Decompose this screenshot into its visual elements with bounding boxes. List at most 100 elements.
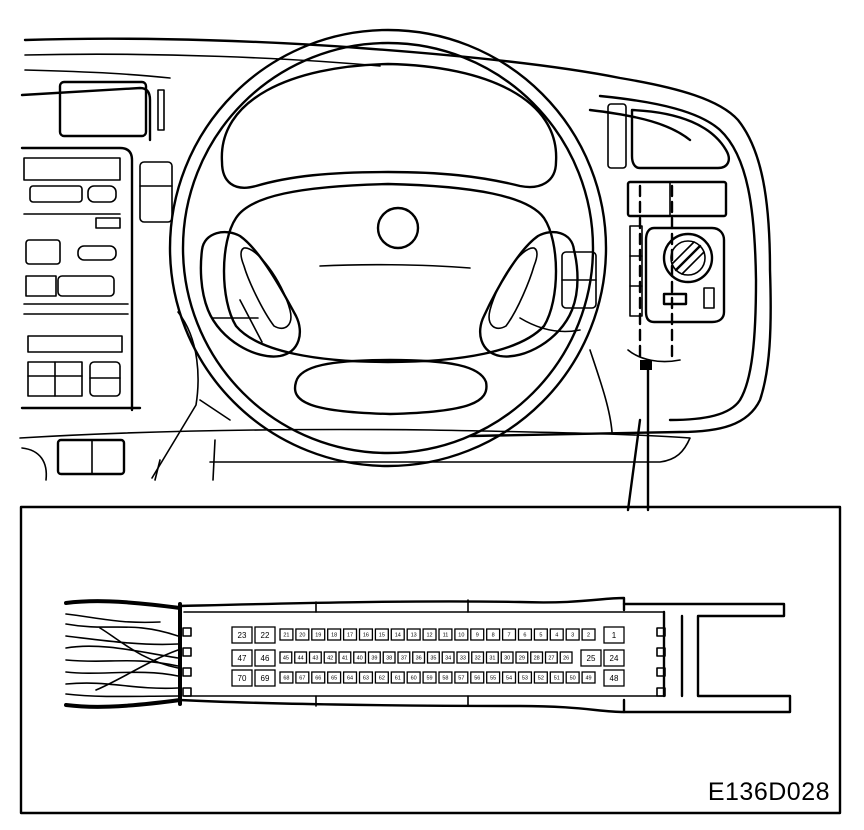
connector-pin-label: 64 (347, 675, 353, 681)
connector-pin-label: 3 (571, 632, 574, 638)
connector-pin-54: 54 (501, 671, 517, 684)
ignition-panel (607, 103, 730, 363)
connector-pin-42: 42 (323, 651, 337, 664)
connector-pin-52: 52 (533, 671, 548, 684)
connector-pin-label: 12 (426, 632, 432, 638)
connector-pin-label: 70 (238, 674, 247, 683)
connector-pin-24: 24 (603, 649, 625, 667)
steering-wheel (168, 28, 608, 468)
connector-pin-label: 37 (401, 655, 407, 661)
connector-pin-label: 31 (489, 655, 495, 661)
connector-pin-label: 29 (519, 655, 525, 661)
connector-pin-29: 29 (515, 651, 529, 664)
connector-pin-label: 60 (411, 675, 417, 681)
connector-pin-43: 43 (308, 651, 322, 664)
connector-pin-68: 68 (279, 671, 294, 684)
connector-pin-label: 32 (475, 655, 481, 661)
connector-pin-label: 50 (570, 675, 576, 681)
leader-lines (626, 360, 652, 512)
connector-pin-26: 26 (559, 651, 573, 664)
connector-pin-69: 69 (254, 669, 276, 687)
connector-pin-62: 62 (374, 671, 389, 684)
connector-pin-label: 5 (539, 632, 542, 638)
connector-pin-label: 51 (554, 675, 560, 681)
connector-pin-label: 26 (563, 655, 569, 661)
inset-frame (19, 505, 842, 815)
connector-pin-25: 25 (580, 649, 602, 667)
connector-pin-label: 20 (299, 632, 305, 638)
connector-pin-58: 58 (438, 671, 453, 684)
connector-pin-label: 46 (261, 654, 270, 663)
connector-pin-19: 19 (311, 628, 326, 641)
connector-pin-label: 56 (474, 675, 480, 681)
connector-pin-35: 35 (426, 651, 440, 664)
connector-pin-22: 22 (254, 626, 276, 644)
connector-pin-7: 7 (501, 628, 517, 641)
connector-pin-2: 2 (581, 628, 596, 641)
connector-pin-label: 10 (458, 632, 464, 638)
connector-pin-1: 1 (603, 626, 625, 644)
connector-pin-label: 18 (331, 632, 337, 638)
connector-pin-56: 56 (470, 671, 485, 684)
connector-pin-label: 6 (523, 632, 526, 638)
connector-pin-label: 25 (587, 654, 596, 663)
connector-pin-label: 2 (587, 632, 590, 638)
connector-pin-51: 51 (549, 671, 564, 684)
connector-pin-label: 44 (298, 655, 304, 661)
center-console (20, 80, 173, 481)
connector-pin-9: 9 (470, 628, 485, 641)
connector-pin-48: 48 (603, 669, 625, 687)
connector-pin-label: 67 (299, 675, 305, 681)
connector-pin-20: 20 (295, 628, 310, 641)
connector-pin-47: 47 (231, 649, 253, 667)
connector-pin-label: 30 (504, 655, 510, 661)
connector-pin-17: 17 (342, 628, 358, 641)
connector-pin-label: 36 (416, 655, 422, 661)
connector-pin-label: 61 (395, 675, 401, 681)
connector-pin-65: 65 (327, 671, 342, 684)
connector-pin-64: 64 (342, 671, 358, 684)
connector-pin-label: 57 (458, 675, 464, 681)
connector-pin-16: 16 (358, 628, 374, 641)
connector-pin-11: 11 (438, 628, 453, 641)
connector-pin-8: 8 (486, 628, 501, 641)
connector-pin-label: 68 (283, 675, 289, 681)
connector-pin-28: 28 (530, 651, 544, 664)
connector-pin-label: 35 (430, 655, 436, 661)
connector-pin-34: 34 (441, 651, 455, 664)
connector-pin-label: 66 (315, 675, 321, 681)
connector-pin-37: 37 (397, 651, 411, 664)
connector-pin-label: 15 (379, 632, 385, 638)
connector-pin-41: 41 (338, 651, 352, 664)
connector-pin-label: 13 (411, 632, 417, 638)
connector-pin-label: 7 (508, 632, 511, 638)
connector-pin-label: 63 (363, 675, 369, 681)
connector-pin-label: 4 (555, 632, 558, 638)
connector-pin-label: 33 (460, 655, 466, 661)
connector-pin-label: 19 (315, 632, 321, 638)
connector-pin-59: 59 (422, 671, 437, 684)
connector-pin-label: 59 (426, 675, 432, 681)
connector-pin-label: 38 (386, 655, 392, 661)
connector-pin-label: 40 (357, 655, 363, 661)
connector-pin-27: 27 (544, 651, 558, 664)
connector-pin-label: 41 (342, 655, 348, 661)
connector-pin-60: 60 (406, 671, 421, 684)
connector-pin-label: 23 (238, 631, 247, 640)
connector-pin-label: 16 (363, 632, 369, 638)
connector-pin-label: 1 (612, 631, 617, 640)
connector-pin-18: 18 (327, 628, 342, 641)
connector-pin-10: 10 (454, 628, 469, 641)
connector-pin-44: 44 (294, 651, 308, 664)
connector-pin-12: 12 (422, 628, 437, 641)
connector-pin-40: 40 (353, 651, 367, 664)
connector-pin-label: 27 (548, 655, 554, 661)
connector-pin-label: 43 (312, 655, 318, 661)
connector-pin-23: 23 (231, 626, 253, 644)
connector-pin-label: 48 (610, 674, 619, 683)
connector-pin-63: 63 (358, 671, 374, 684)
connector-pin-label: 55 (490, 675, 496, 681)
connector-pin-50: 50 (565, 671, 580, 684)
